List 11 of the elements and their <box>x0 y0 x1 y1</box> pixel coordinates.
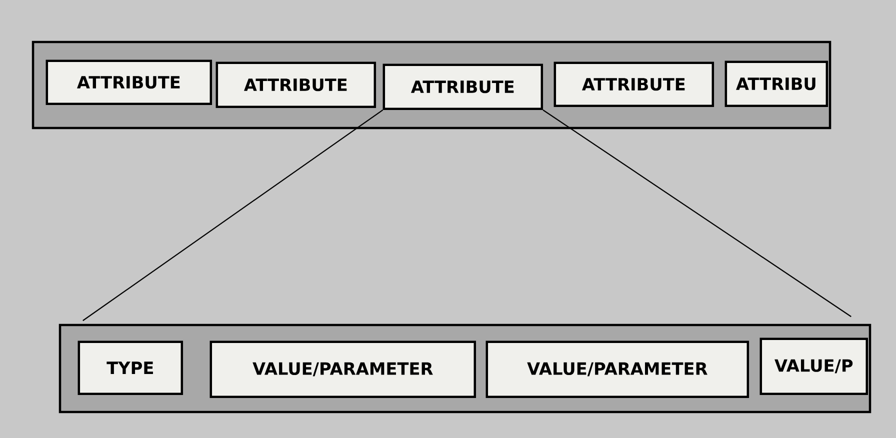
attribute-box: ATTRIBU <box>724 60 828 107</box>
attribute-box: ATTRIBUTE <box>216 62 376 108</box>
value-box: VALUE/PARAMETER <box>210 340 476 398</box>
attribute-box: ATTRIBUTE <box>382 64 544 110</box>
value-box: VALUE/P <box>760 338 868 395</box>
connector-line <box>542 110 852 318</box>
connector-line <box>82 110 384 322</box>
attribute-box: ATTRIBUTE <box>554 62 714 107</box>
value-box: VALUE/PARAMETER <box>486 340 750 398</box>
value-box: TYPE <box>78 340 184 395</box>
attribute-box: ATTRIBUTE <box>46 60 212 105</box>
